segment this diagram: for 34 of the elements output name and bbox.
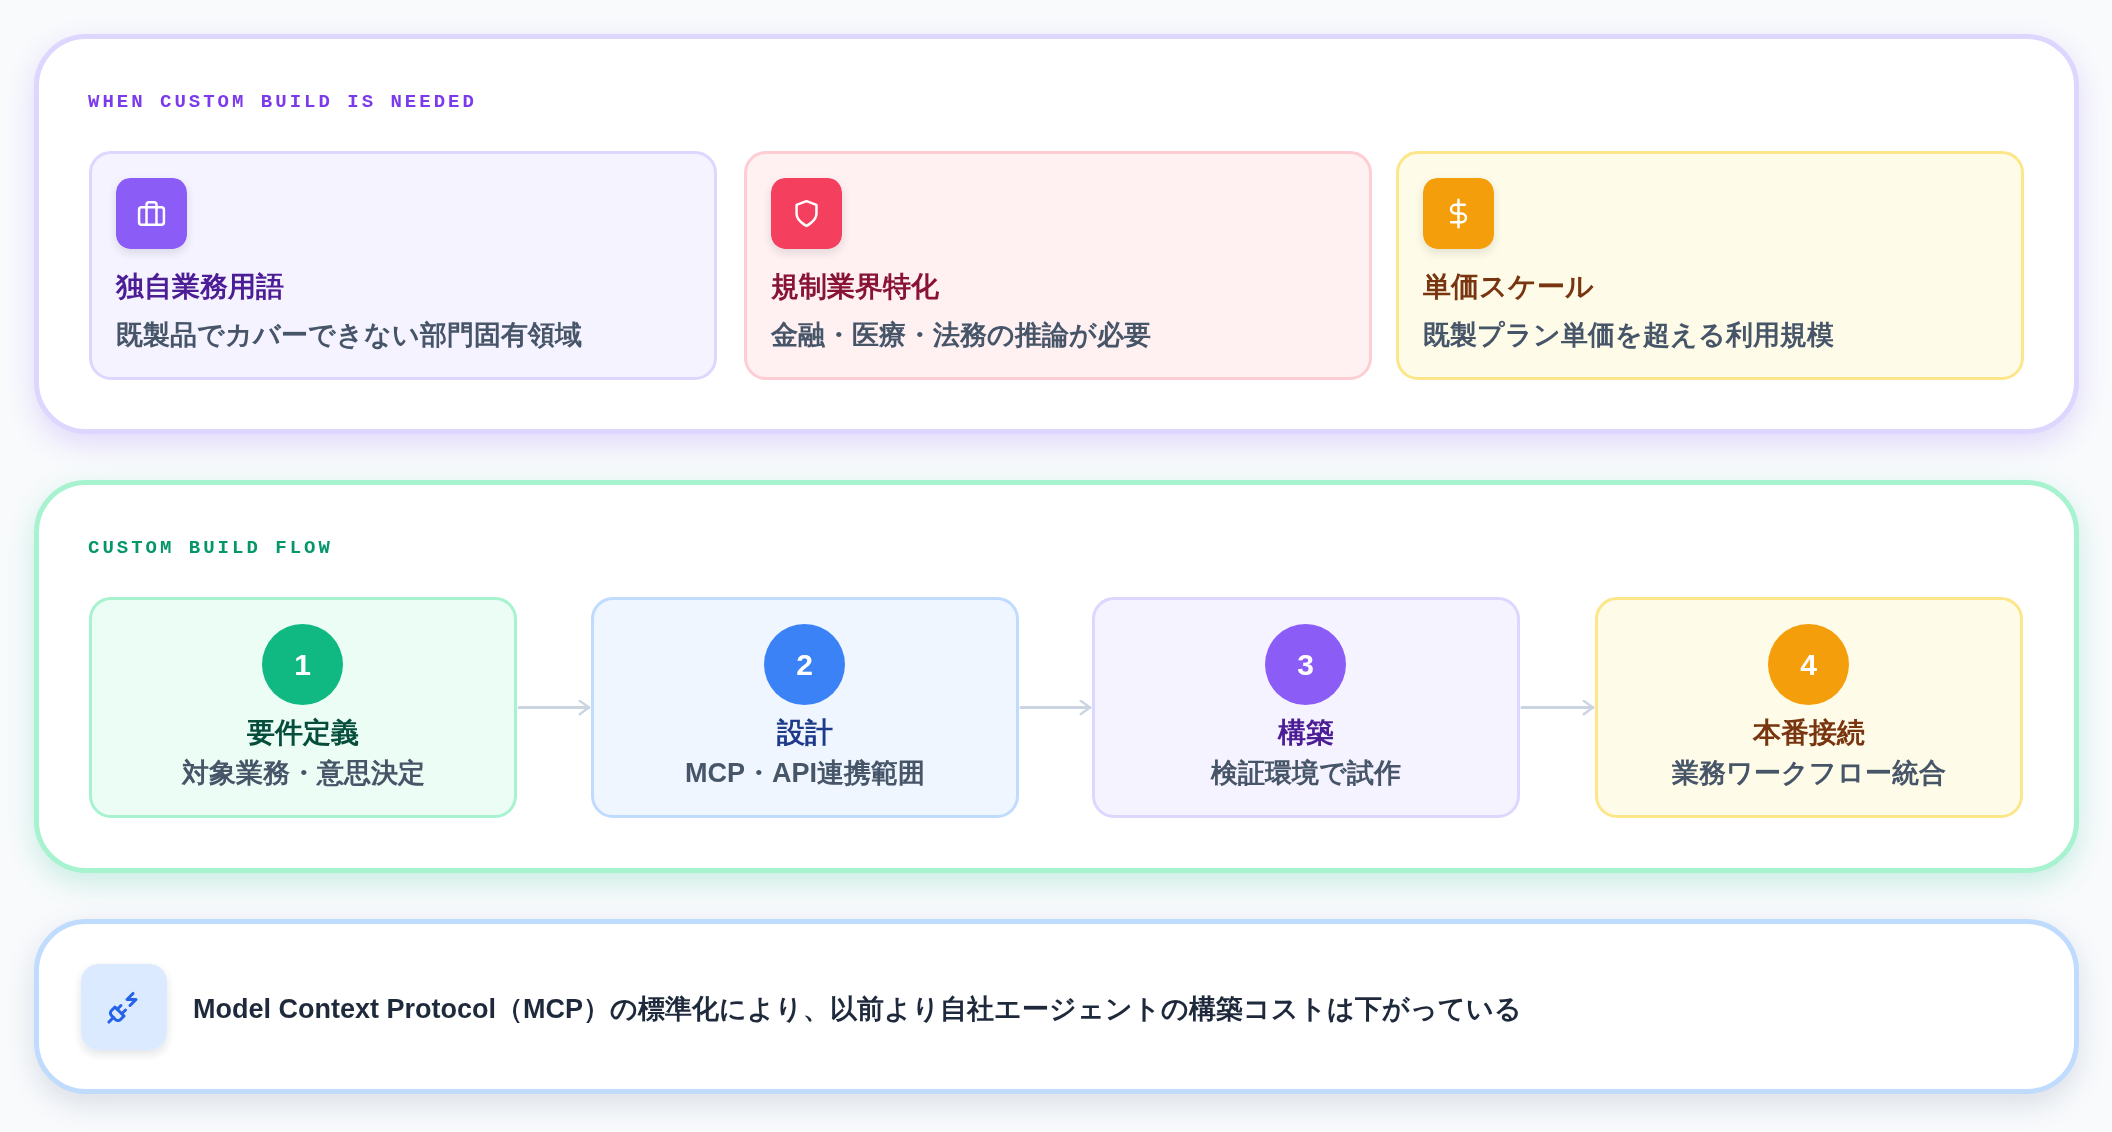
step-number-circle: 2 — [764, 624, 845, 705]
step-description: 業務ワークフロー統合 — [1671, 757, 1947, 790]
step-description: 検証環境で試作 — [1209, 757, 1402, 790]
note-banner — [34, 919, 2079, 1094]
card-description: 金融・医療・法務の推論が必要 — [771, 319, 1151, 352]
arrow — [1019, 699, 1092, 716]
card-description: 既製品でカバーできない部門固有領域 — [116, 319, 582, 352]
step-number-circle: 1 — [262, 624, 343, 705]
card-description: 既製プラン単価を超える利用規模 — [1423, 319, 1834, 352]
section-heading: CUSTOM BUILD FLOW — [88, 536, 333, 560]
step-description: MCP・API連携範囲 — [684, 757, 926, 790]
card-title: 独自業務用語 — [116, 270, 284, 304]
arrow — [1520, 699, 1595, 716]
step-description: 対象業務・意思決定 — [180, 757, 426, 790]
step-title: 要件定義 — [246, 716, 360, 750]
arrow — [517, 699, 591, 716]
step-number-circle: 3 — [1265, 624, 1346, 705]
reason-card — [89, 151, 717, 380]
step-card — [1092, 597, 1520, 818]
reason-card — [744, 151, 1372, 380]
reason-card — [1396, 151, 2024, 380]
card-title: 規制業界特化 — [771, 270, 939, 304]
step-card — [591, 597, 1019, 818]
step-title: 設計 — [776, 716, 834, 750]
section-panel — [34, 34, 2079, 434]
step-title: 本番接続 — [1751, 716, 1866, 750]
step-title: 構築 — [1276, 716, 1335, 750]
step-number-circle: 4 — [1768, 624, 1849, 705]
step-card — [89, 597, 517, 818]
note-text: Model Context Protocol（MCP）の標準化により、以前より自社エージェントの構築コストは下がっている — [193, 993, 1522, 1026]
card-title: 単価スケール — [1423, 270, 1594, 304]
section-panel — [34, 480, 2079, 873]
step-card — [1595, 597, 2023, 818]
section-heading: WHEN CUSTOM BUILD IS NEEDED — [88, 90, 477, 114]
